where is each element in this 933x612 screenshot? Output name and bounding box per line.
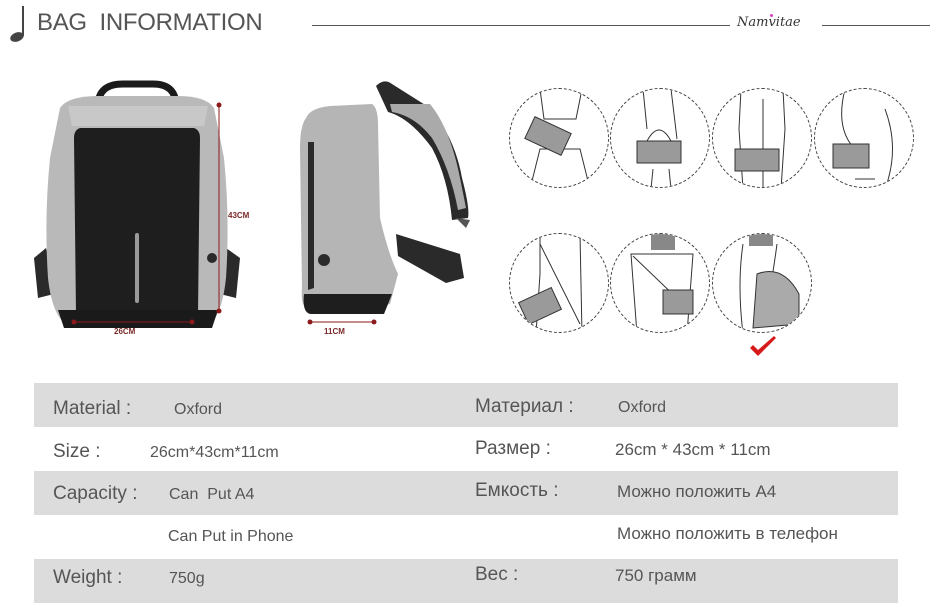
spec-value-material: Oxford [174, 401, 223, 418]
spec-value-size-ru: 26cm * 43cm * 11cm [615, 440, 771, 459]
spec-label-capacity: Capacity : [53, 483, 138, 504]
checkmark-icon [750, 336, 776, 356]
backpack-front-image [34, 80, 240, 328]
spec-label-size: Size : [53, 441, 101, 462]
header-divider-right [822, 25, 930, 26]
usage-crossbody-hand [509, 233, 609, 333]
spec-value-weight: 750g [169, 570, 205, 587]
page-title: BAG INFORMATION [37, 9, 263, 36]
backpack-side-image [300, 81, 470, 325]
backpack-side-view: 11CM [280, 78, 500, 348]
spec-row-band [34, 383, 898, 427]
spec-label-weight-ru: Вес : [475, 564, 519, 585]
spec-value-capacity-extra: Can Put in Phone [168, 528, 294, 545]
spec-label-weight: Weight : [53, 567, 123, 588]
spec-value-material-ru: Oxford [618, 399, 667, 416]
usage-crossbody-back [610, 233, 710, 333]
header: BAG INFORMATION Namvitae [0, 0, 933, 50]
usage-modes-grid [500, 78, 920, 368]
spec-value-capacity: Can Put A4 [169, 486, 255, 503]
spec-value-size: 26cm*43cm*11cm [150, 444, 279, 461]
music-note-icon [10, 6, 24, 42]
depth-dimension-label: 11CM [324, 327, 345, 336]
header-divider-left [312, 25, 730, 26]
spec-label-size-ru: Размер : [475, 438, 551, 459]
usage-shoulder-carry [712, 88, 812, 188]
height-dimension-label: 43CM [228, 211, 250, 220]
spec-value-weight-ru: 750 грамм [615, 566, 697, 585]
spec-value-capacity-extra-ru: Можно положить в телефон [617, 524, 838, 543]
spec-label-material-ru: Материал : [475, 396, 574, 417]
spec-row-band [34, 559, 898, 603]
spec-row-band [34, 471, 898, 515]
usage-hand-carry-front [509, 88, 609, 188]
brand-dot [770, 14, 773, 17]
width-dimension-label: 26CM [114, 327, 136, 336]
brand-logo: Namvitae [737, 15, 801, 30]
backpack-front-view: 43CM 26CM [28, 78, 268, 348]
spec-label-capacity-ru: Емкость : [475, 480, 559, 501]
usage-backpack [712, 233, 812, 333]
spec-value-capacity-ru: Можно положить А4 [617, 482, 777, 501]
usage-handle-carry [610, 88, 710, 188]
usage-shoulder-back-carry [814, 88, 914, 188]
spec-label-material: Material : [53, 398, 132, 419]
